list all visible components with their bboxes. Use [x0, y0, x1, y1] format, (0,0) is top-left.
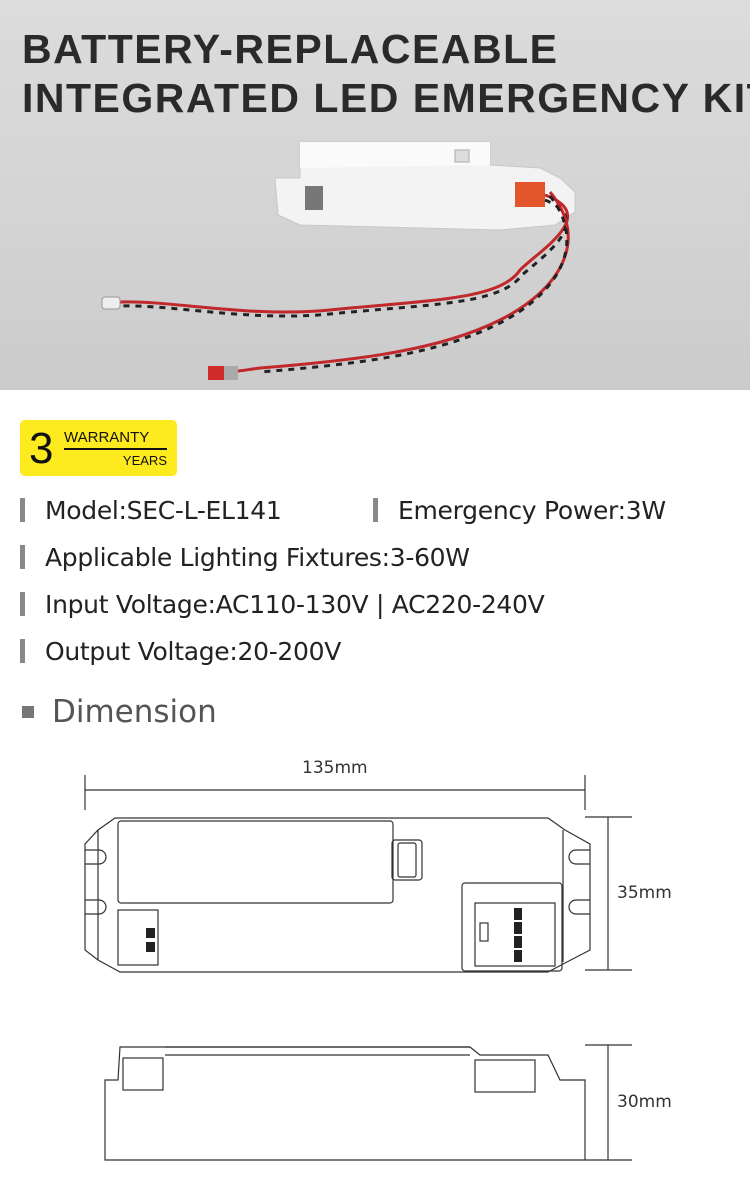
spec-text: Model:SEC-L-EL141	[45, 495, 282, 525]
input-terminal	[305, 186, 323, 210]
heading-square	[22, 706, 34, 718]
warranty-divider	[64, 448, 167, 450]
dimension-heading: Dimension	[22, 694, 217, 730]
warranty-years-number: 3	[29, 424, 54, 473]
length-label: 135mm	[302, 758, 368, 778]
spec-model: Model:SEC-L-EL141	[20, 495, 282, 525]
product-photo: BATTERY-REPLACEABLE INTEGRATED LED EMERG…	[0, 0, 750, 390]
dimension-drawing	[84, 775, 632, 1161]
bullet-bar	[20, 592, 25, 616]
warranty-unit: YEARS	[122, 453, 167, 468]
title-line-2: INTEGRATED LED EMERGENCY KIT	[22, 75, 750, 121]
spec-text: Emergency Power:3W	[398, 495, 666, 525]
spec-text: Input Voltage:AC110-130V | AC220-240V	[45, 589, 545, 619]
input-terminal-block	[117, 909, 159, 966]
output-terminal	[515, 182, 545, 207]
width-label: 35mm	[617, 883, 672, 903]
dimension-heading-text: Dimension	[52, 694, 217, 730]
side-view	[104, 1046, 586, 1161]
width-dimension-line	[585, 816, 632, 971]
emergency-kit-photo	[101, 141, 576, 380]
height-dimension-line	[585, 1044, 632, 1161]
length-dimension-line	[84, 775, 586, 810]
bullet-bar	[20, 639, 25, 663]
spec-text: Output Voltage:20-200V	[45, 636, 342, 666]
warranty-label: WARRANTY	[64, 429, 150, 446]
top-view	[84, 817, 591, 973]
spec-input-voltage: Input Voltage:AC110-130V | AC220-240V	[20, 589, 545, 619]
output-terminal-block	[474, 902, 556, 967]
led-indicator	[101, 296, 121, 310]
warranty-badge: 3 WARRANTY YEARS	[20, 420, 177, 476]
bullet-bar	[20, 545, 25, 569]
height-label: 30mm	[617, 1092, 672, 1112]
bullet-bar	[20, 498, 25, 522]
bullet-bar	[373, 498, 378, 522]
spec-emergency-power: Emergency Power:3W	[373, 495, 666, 525]
test-button	[208, 366, 226, 380]
spec-fixtures: Applicable Lighting Fixtures:3-60W	[20, 542, 470, 572]
spec-text: Applicable Lighting Fixtures:3-60W	[45, 542, 470, 572]
wires	[119, 191, 570, 374]
title-line-1: BATTERY-REPLACEABLE	[22, 26, 559, 72]
kit-body	[274, 141, 576, 231]
spec-output-voltage: Output Voltage:20-200V	[20, 636, 341, 666]
